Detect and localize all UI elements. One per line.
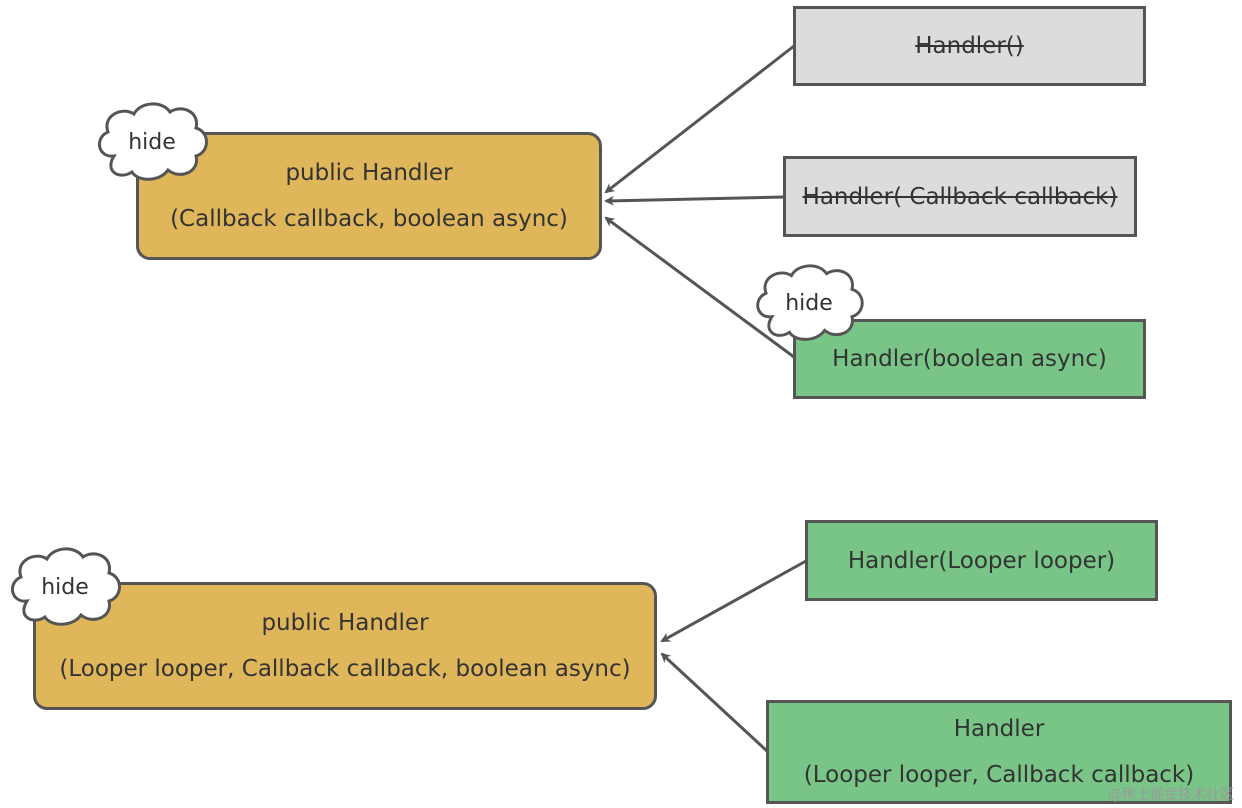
cloud-icon (11, 547, 121, 626)
cloud-label: hide (41, 574, 89, 600)
source-box-handler-callback: Handler( Callback callback) (783, 156, 1137, 237)
cloud-label: hide (128, 129, 176, 155)
arrow-handler-callback (604, 195, 785, 206)
target-line1: public Handler (261, 610, 429, 636)
watermark: @稀土掘金技术社区 (1108, 787, 1234, 803)
source-label: Handler( Callback callback) (802, 183, 1118, 210)
target-line2: (Callback callback, boolean async) (170, 206, 568, 232)
source-box-handler-looper-callback: Handler (Looper looper, Callback callbac… (766, 700, 1232, 804)
hide-cloud: hide (92, 100, 212, 184)
source-line1: Handler (953, 716, 1045, 742)
hide-cloud: hide (5, 545, 125, 629)
target-line1: public Handler (285, 160, 453, 186)
target-box-callback-async: public Handler (Callback callback, boole… (136, 132, 602, 260)
source-box-handler-looper: Handler(Looper looper) (805, 520, 1158, 601)
cloud-label: hide (785, 290, 833, 316)
arrow-handler-looper-callback (660, 652, 769, 753)
source-box-handler-empty: Handler() (793, 6, 1146, 86)
source-box-handler-async: Handler(boolean async) (793, 319, 1146, 399)
source-label: Handler(boolean async) (832, 346, 1107, 372)
cloud-icon (756, 264, 864, 341)
hide-cloud: hide (749, 262, 869, 344)
arrow-handler-async (604, 216, 795, 359)
target-line2: (Looper looper, Callback callback, boole… (59, 656, 631, 682)
arrow-handler-empty (604, 44, 795, 194)
source-line2: (Looper looper, Callback callback) (803, 762, 1195, 788)
target-box-looper-callback-async: public Handler (Looper looper, Callback … (33, 582, 657, 710)
arrow-handler-looper (660, 559, 807, 643)
source-label: Handler(Looper looper) (847, 547, 1116, 574)
cloud-icon (98, 102, 208, 181)
source-label: Handler() (915, 33, 1024, 59)
